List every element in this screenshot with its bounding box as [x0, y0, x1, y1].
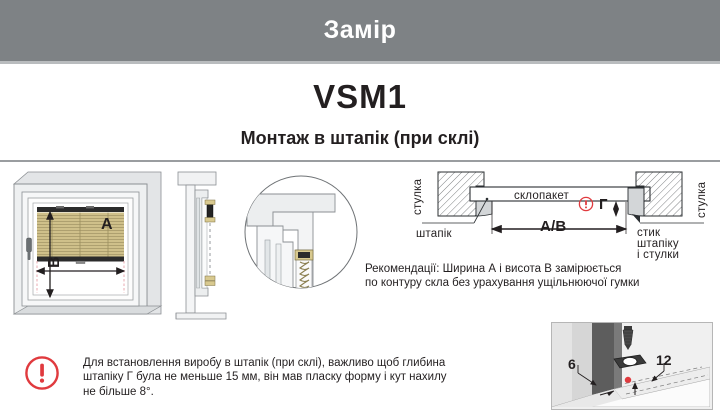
magnified-detail-figure — [243, 170, 365, 300]
warning-line2: штапіку Г була не меньше 15 мм, він мав … — [83, 371, 447, 384]
dimension-label-g: Г — [599, 196, 608, 213]
label-joint-line3: і стулки — [637, 249, 680, 261]
install-dimension-left: 6 — [568, 356, 576, 372]
page-header: Замір — [0, 0, 720, 61]
recommendation-line1: Рекомендації: Ширина А і висота В замірю… — [365, 263, 622, 275]
inline-warning-badge — [578, 196, 594, 217]
page-title: Замір — [323, 16, 397, 44]
label-glass-unit: склопакет — [514, 190, 570, 202]
technical-section-figure — [404, 166, 716, 263]
label-bead: штапік — [416, 228, 452, 240]
exclamation-circle-icon — [24, 355, 60, 396]
warning-line3: не більше 8°. — [83, 385, 154, 398]
product-subtitle: Монтаж в штапік (при склі) — [240, 128, 480, 148]
label-left-sash: стулка — [412, 178, 424, 215]
window-figure — [6, 166, 166, 326]
header-divider — [0, 61, 720, 64]
dimension-label-b: B — [46, 256, 63, 268]
warning-line1: Для встановлення виробу в штапік (при ск… — [83, 357, 446, 369]
product-code: VSM1 — [313, 78, 407, 115]
dimension-label-ab: A/B — [540, 218, 567, 235]
section-divider — [0, 160, 720, 162]
label-joint-line2: штапіку — [637, 238, 679, 250]
dimension-label-a: A — [101, 216, 113, 233]
install-dimension-right: 12 — [656, 352, 672, 368]
warning-text-block: Для встановлення виробу в штапік (при ск… — [83, 356, 533, 399]
label-right-sash: стулка — [696, 181, 708, 218]
recommendation-block: Рекомендації: Ширина А і висота В замірю… — [365, 262, 715, 291]
window-profile-figure — [168, 168, 240, 325]
bracket-installation-photo — [551, 322, 713, 410]
label-joint-line1: стик — [637, 227, 661, 239]
recommendation-line2: по контуру скла без урахування ущільнююч… — [365, 277, 640, 290]
